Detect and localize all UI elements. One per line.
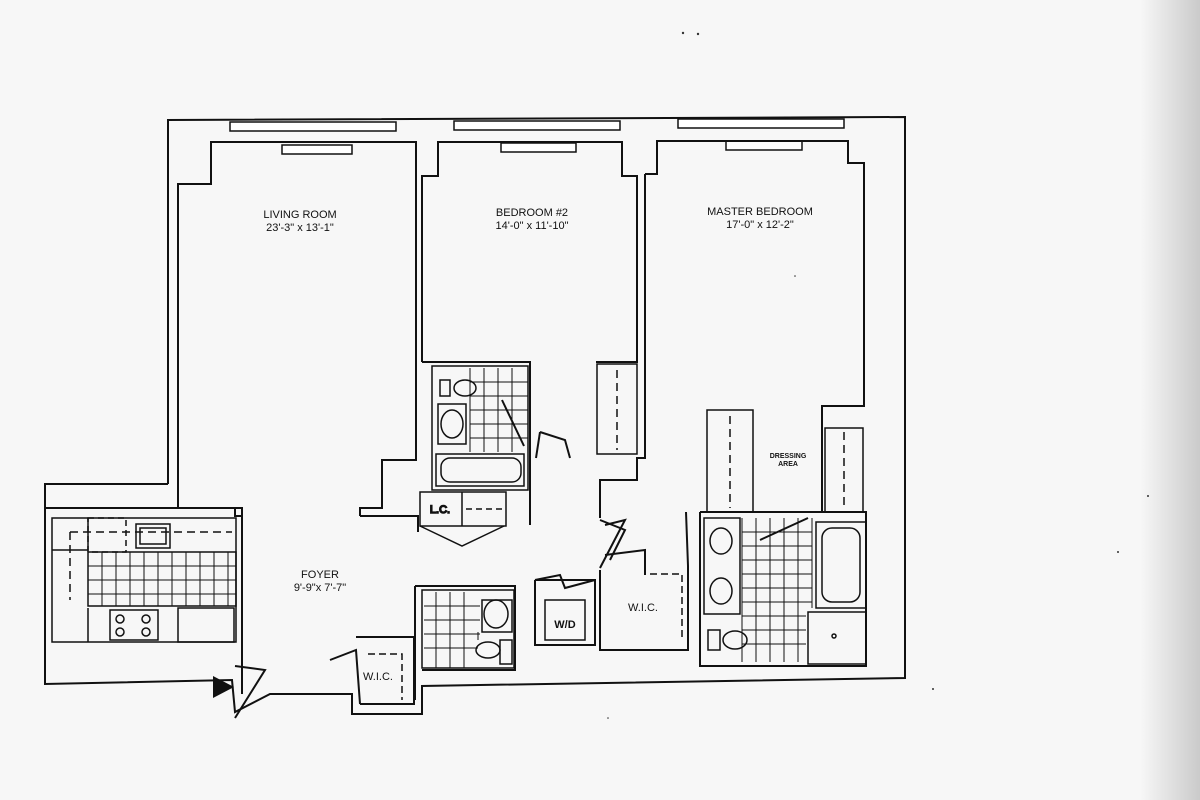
window-master xyxy=(677,118,845,129)
master-bedroom-dims: 17'-0" x 12'-2" xyxy=(726,219,794,231)
bedroom2-dims: 14'-0" x 11'-10" xyxy=(496,220,569,232)
exterior-walls xyxy=(44,115,906,715)
foyer-closet xyxy=(368,653,403,700)
bath2-tile xyxy=(469,368,528,452)
living-room-name: LIVING ROOM xyxy=(263,209,336,221)
dressing-closets xyxy=(706,409,864,513)
kitchen xyxy=(51,517,237,643)
bedroom2-closet xyxy=(596,363,638,455)
linen-closet: L.C. xyxy=(419,491,507,547)
wic-master-label: W.I.C. xyxy=(628,602,658,614)
doors xyxy=(234,431,809,719)
windows xyxy=(229,118,845,155)
entry-arrow-icon xyxy=(213,676,234,698)
washer-dryer-closet xyxy=(544,599,586,641)
master-bath-tile xyxy=(741,518,813,662)
cooktop xyxy=(109,609,159,641)
foyer-name: FOYER xyxy=(301,569,339,581)
scan-specks xyxy=(607,31,1149,719)
window-bedroom2 xyxy=(453,120,621,131)
powder-room xyxy=(421,589,515,669)
bathroom-2 xyxy=(431,365,529,491)
window-living xyxy=(229,121,397,132)
wic-foyer-label: W.I.C. xyxy=(363,671,393,683)
dressing-area-label-1: DRESSING xyxy=(770,453,807,460)
master-bedroom-name: MASTER BEDROOM xyxy=(707,206,813,218)
washer-dryer-label: W/D xyxy=(554,619,575,631)
living-room-dims: 23'-3" x 13'-1" xyxy=(266,222,334,234)
interior-walls xyxy=(45,140,867,705)
bedroom2-name: BEDROOM #2 xyxy=(496,207,568,219)
dressing-area-label-2: AREA xyxy=(778,461,798,468)
foyer-dims: 9'-9"x 7'-7" xyxy=(294,582,346,594)
scan-edge-shadow xyxy=(1140,0,1200,800)
linen-closet-label: L.C. xyxy=(430,504,450,516)
master-bath xyxy=(703,517,867,665)
